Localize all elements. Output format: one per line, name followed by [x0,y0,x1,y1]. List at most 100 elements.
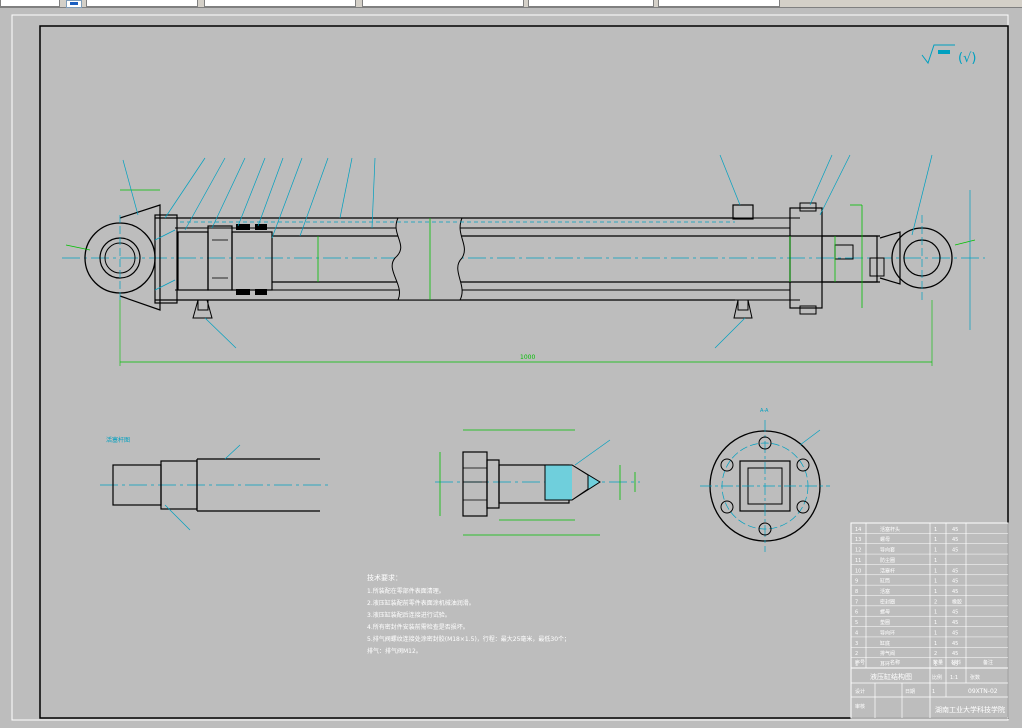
parts-cell-material: 橡胶 [952,598,962,605]
header-no: 序号 [855,659,865,666]
surface-finish-symbol: (√) [921,44,976,66]
toolbar-tab-1[interactable] [0,0,60,7]
toolbar-tab-2[interactable] [86,0,198,7]
parts-cell-name: 螺母 [880,536,890,543]
header-note: 备注 [983,659,993,666]
parts-cell-qty: 1 [934,568,937,574]
drawing-canvas[interactable]: (√) [0,8,1022,724]
parts-cell-material: 45 [952,548,958,554]
parts-cell-qty: 1 [934,630,937,636]
parts-cell-qty: 2 [934,651,937,657]
vent-valve-view [435,429,640,536]
tech-req-item: 排气：排气阀M12。 [367,647,422,655]
tech-req-item: 4.所有密封件安装前需检查是否损坏。 [367,623,469,631]
parts-cell-name: 活塞 [880,588,890,595]
designer-label: 设计 [855,688,865,695]
flange-section-view: A-A [700,408,830,552]
toolbar-tab-3[interactable] [204,0,356,7]
parts-cell-name: 密封圈 [880,598,895,605]
parts-cell-qty: 2 [934,599,937,605]
scale-label: 比例 [932,674,942,681]
parts-cell-no: 2 [855,651,858,657]
tech-req-item: 2.液压缸装配前零件表面涂机械油润滑。 [367,599,475,607]
parts-cell-material: 45 [952,620,958,626]
overall-dimension: 1000 [520,354,535,361]
toolbar-tab-5[interactable] [528,0,654,7]
date-label: 日期 [905,689,915,695]
parts-cell-no: 13 [855,537,861,543]
parts-cell-name: 导向套 [880,547,895,554]
header-material: 材料 [951,659,961,666]
parts-cell-material: 45 [952,641,958,647]
toolbar-strip [0,0,1022,8]
parts-cell-qty: 1 [934,537,937,543]
header-qty: 数量 [933,659,943,666]
parts-cell-name: 活塞杆 [880,567,895,574]
drawing-name: 液压缸结构图 [870,672,912,681]
inner-frame [39,25,1009,719]
parts-cell-material: 45 [952,662,958,668]
detail-view-label: 活塞杆图 [106,436,130,444]
checker-label: 审核 [855,703,865,710]
parts-cell-name: 活塞杆头 [880,526,900,533]
parts-cell-material: 45 [952,610,958,616]
parts-cell-qty: 1 [934,579,937,585]
parts-cell-material: 45 [952,579,958,585]
tech-requirements: 技术要求： 1.所装配在零部件表面清理。 2.液压缸装配前零件表面涂机械油润滑。… [367,573,570,655]
parts-cell-no: 11 [855,558,861,564]
parts-cell-name: 导向环 [880,629,895,636]
tech-req-item: 3.液压缸装配后连接进行试验。 [367,611,451,619]
parts-cell-material: 45 [952,537,958,543]
tech-req-item: 1.所装配在零部件表面清理。 [367,587,445,595]
parts-cell-qty: 1 [934,558,937,564]
parts-cell-name: 防尘圈 [880,557,895,564]
parts-cell-name: 垫圈 [880,619,890,626]
outer-frame [11,14,1009,721]
parts-cell-qty: 1 [934,548,937,554]
parts-cell-no: 9 [855,579,858,585]
parts-cell-name: 缸底 [880,640,890,647]
school-name: 湖南工业大学科技学院 [935,705,1005,714]
parts-cell-material: 45 [952,630,958,636]
parts-cell-no: 10 [855,568,861,574]
window-icon[interactable] [66,0,82,8]
drawing-number: 09XTN-02 [968,688,998,695]
parts-cell-qty: 1 [934,589,937,595]
parts-cell-qty: 1 [934,620,937,626]
parts-cell-material: 45 [952,568,958,574]
parts-cell-no: 14 [855,527,861,533]
parts-cell-material: 45 [952,651,958,657]
parts-cell-name: 排气阀 [880,650,895,657]
parts-list-table: 序号 名称 数量 材料 备注 液压缸结构图 比例 1:1 张数 1 09XTN-… [850,522,1009,719]
header-name: 名称 [890,659,900,666]
parts-cell-qty: 1 [934,641,937,647]
tech-req-title: 技术要求： [367,573,402,582]
cylinder-assembly: 1000 [62,154,985,366]
parts-cell-name: 耳环 [880,662,890,668]
sheet-value: 1 [932,689,935,695]
toolbar-tab-4[interactable] [362,0,524,7]
parts-cell-no: 7 [855,599,858,605]
parts-cell-no: 3 [855,641,858,647]
tech-req-item: 5.排气阀螺纹连接处涂密封胶(M18×1.5)，行程：最大25毫米，最低30个； [367,635,570,643]
parts-cell-name: 螺母 [880,609,890,616]
surface-finish-label: (√) [958,51,976,66]
section-view-label: A-A [760,408,769,414]
parts-cell-qty: 1 [934,610,937,616]
parts-cell-name: 缸筒 [880,578,890,585]
rod-detail-view: 活塞杆图 [100,436,330,531]
parts-cell-material: 45 [952,527,958,533]
parts-cell-no: 4 [855,630,858,636]
parts-cell-no: 1 [855,662,858,668]
cad-drawing: (√) [11,14,1009,721]
parts-cell-no: 12 [855,548,861,554]
parts-cell-qty: 1 [934,662,937,668]
parts-cell-no: 6 [855,610,858,616]
parts-cell-qty: 1 [934,527,937,533]
toolbar-tab-6[interactable] [658,0,780,7]
parts-cell-no: 8 [855,589,858,595]
parts-cell-no: 5 [855,620,858,626]
parts-cell-material: 45 [952,589,958,595]
sheet-label: 张数 [970,674,980,681]
scale-value: 1:1 [950,675,958,681]
